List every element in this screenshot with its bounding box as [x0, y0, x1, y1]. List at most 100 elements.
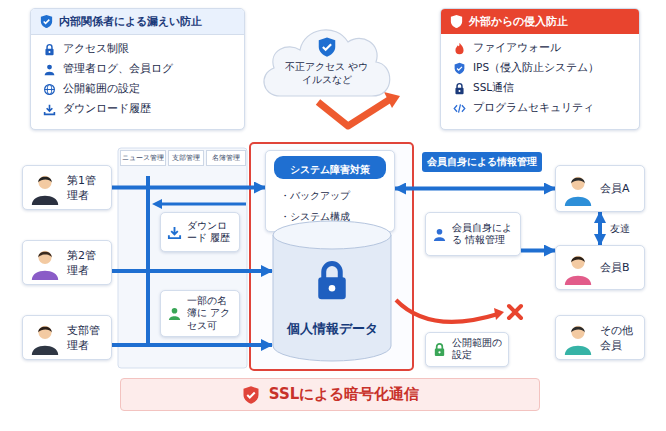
blocked-arrow	[396, 300, 498, 322]
node-iconbox: 一部の名簿に アクセス可	[160, 290, 240, 337]
connector-arrow	[598, 212, 602, 245]
person-name: 会員B	[600, 260, 630, 275]
list-item: ファイアウォール	[441, 38, 639, 58]
code-icon	[453, 102, 466, 115]
cloud-text: 不正アクセス やウイルスなど	[285, 61, 369, 86]
list-heading: 外部からの侵入防止	[441, 9, 639, 34]
fire-icon	[453, 42, 466, 55]
node-iconbox: 公開範囲の設定	[425, 332, 509, 367]
admin-panel	[118, 148, 247, 368]
band-text: 会員自身による情報管理	[427, 156, 537, 169]
list-item: アクセス制限	[31, 39, 244, 59]
node-list: 内部関係者による漏えい防止アクセス制限管理者ログ、会員ログ公開範囲の設定ダウンロ…	[30, 8, 245, 130]
list-item-text: SSL通信	[473, 81, 514, 95]
list-item: 公開範囲の設定	[31, 79, 244, 99]
connector-arrow	[112, 343, 272, 347]
return-arrowhead	[152, 199, 162, 209]
list-item-text: 公開範囲の設定	[63, 82, 140, 96]
lock-icon	[310, 258, 354, 302]
connector-arrow	[112, 186, 265, 190]
node-iconbox: ダウンロード 履歴	[160, 212, 240, 252]
person-figure	[29, 246, 61, 280]
list-item: ダウンロード履歴	[31, 99, 244, 119]
panel-bus-line	[146, 176, 150, 346]
lock-icon	[43, 43, 56, 56]
attack-v-arrow	[318, 98, 392, 126]
node-person: その他会員	[555, 315, 645, 360]
shield-icon	[39, 14, 54, 29]
download-icon	[43, 103, 56, 116]
system-heading: システム障害対策	[274, 156, 386, 179]
node-person: 会員A	[555, 165, 645, 212]
node-person: 会員B	[555, 245, 645, 290]
globe-icon	[43, 83, 56, 96]
list-item: SSL通信	[441, 78, 639, 98]
list-item: 管理者ログ、会員ログ	[31, 59, 244, 79]
tab-text: 名簿管理	[212, 153, 240, 163]
node-tab: ニュース管理	[120, 150, 166, 166]
node-cloud: 不正アクセス やウイルスなど	[258, 20, 395, 98]
system-bullet-text: ・バックアップ	[280, 190, 350, 201]
person-icon	[43, 63, 56, 76]
edge-label: 友達	[608, 222, 632, 236]
person-name: その他会員	[600, 323, 638, 353]
list-item-text: ファイアウォール	[473, 41, 561, 55]
attack-arrowhead	[384, 92, 400, 108]
list-item-text: IPS（侵入防止システム）	[473, 61, 599, 75]
list-item-text: 管理者ログ、会員ログ	[63, 62, 173, 76]
tab-text: 支部管理	[172, 153, 200, 163]
person-figure	[29, 321, 61, 355]
system-bullet: ・バックアップ	[274, 183, 386, 204]
shield-icon	[453, 62, 466, 75]
shield-icon	[449, 14, 464, 29]
list-item-text: ダウンロード履歴	[63, 102, 151, 116]
return-line	[160, 203, 246, 206]
box-text: 公開範囲の設定	[452, 337, 502, 362]
list-heading-text: 外部からの侵入防止	[469, 14, 568, 29]
person-name: 第2管理者	[67, 248, 105, 278]
system-heading-text: システム障害対策	[290, 164, 370, 175]
person-figure	[562, 172, 594, 206]
node-person: 第2管理者	[22, 240, 112, 285]
node-cyl: 個人情報データ	[272, 220, 392, 362]
list-item-text: アクセス制限	[63, 42, 129, 56]
person-name: 支部管理者	[67, 323, 105, 353]
person-name: 会員A	[600, 181, 630, 196]
connector-arrow	[395, 187, 555, 191]
data-container	[250, 143, 413, 370]
person-icon	[432, 227, 447, 242]
node-system: システム障害対策・バックアップ・システム構成	[265, 150, 395, 232]
connector-arrow	[521, 249, 555, 253]
box-text: 会員自身による 情報管理	[452, 222, 514, 247]
lock-icon	[453, 82, 466, 95]
node-band: 会員自身による情報管理	[422, 152, 542, 172]
list-heading-text: 内部関係者による漏えい防止	[59, 14, 202, 29]
cloud-shape	[258, 20, 395, 98]
list-item: プログラムセキュリティ	[441, 98, 639, 118]
node-iconbox: 会員自身による 情報管理	[425, 212, 521, 256]
person-figure	[562, 321, 594, 355]
node-ssl: SSLによる暗号化通信	[120, 378, 540, 411]
person-figure	[29, 171, 61, 205]
node-tab: 支部管理	[168, 150, 204, 166]
download-icon	[167, 225, 182, 240]
shield-icon	[241, 385, 261, 405]
ssl-text: SSLによる暗号化通信	[269, 385, 420, 404]
list-heading: 内部関係者による漏えい防止	[31, 9, 244, 35]
node-list: 外部からの侵入防止ファイアウォール IPS（侵入防止システム） SSL通信プログラム…	[440, 8, 640, 130]
person-icon	[167, 306, 182, 321]
shield-icon	[316, 36, 338, 58]
system-bullet-text: ・システム構成	[280, 211, 350, 222]
list-item-text: プログラムセキュリティ	[473, 101, 594, 115]
box-text: ダウンロード 履歴	[187, 220, 233, 245]
node-tab: 名簿管理	[206, 150, 246, 166]
list-item: IPS（侵入防止システム）	[441, 58, 639, 78]
person-name: 第1管理者	[67, 173, 105, 203]
cylinder-text: 個人情報データ	[287, 320, 378, 338]
connector-arrow	[112, 269, 272, 273]
tab-text: ニュース管理	[122, 153, 164, 163]
node-person: 第1管理者	[22, 165, 112, 210]
person-figure	[562, 251, 594, 285]
